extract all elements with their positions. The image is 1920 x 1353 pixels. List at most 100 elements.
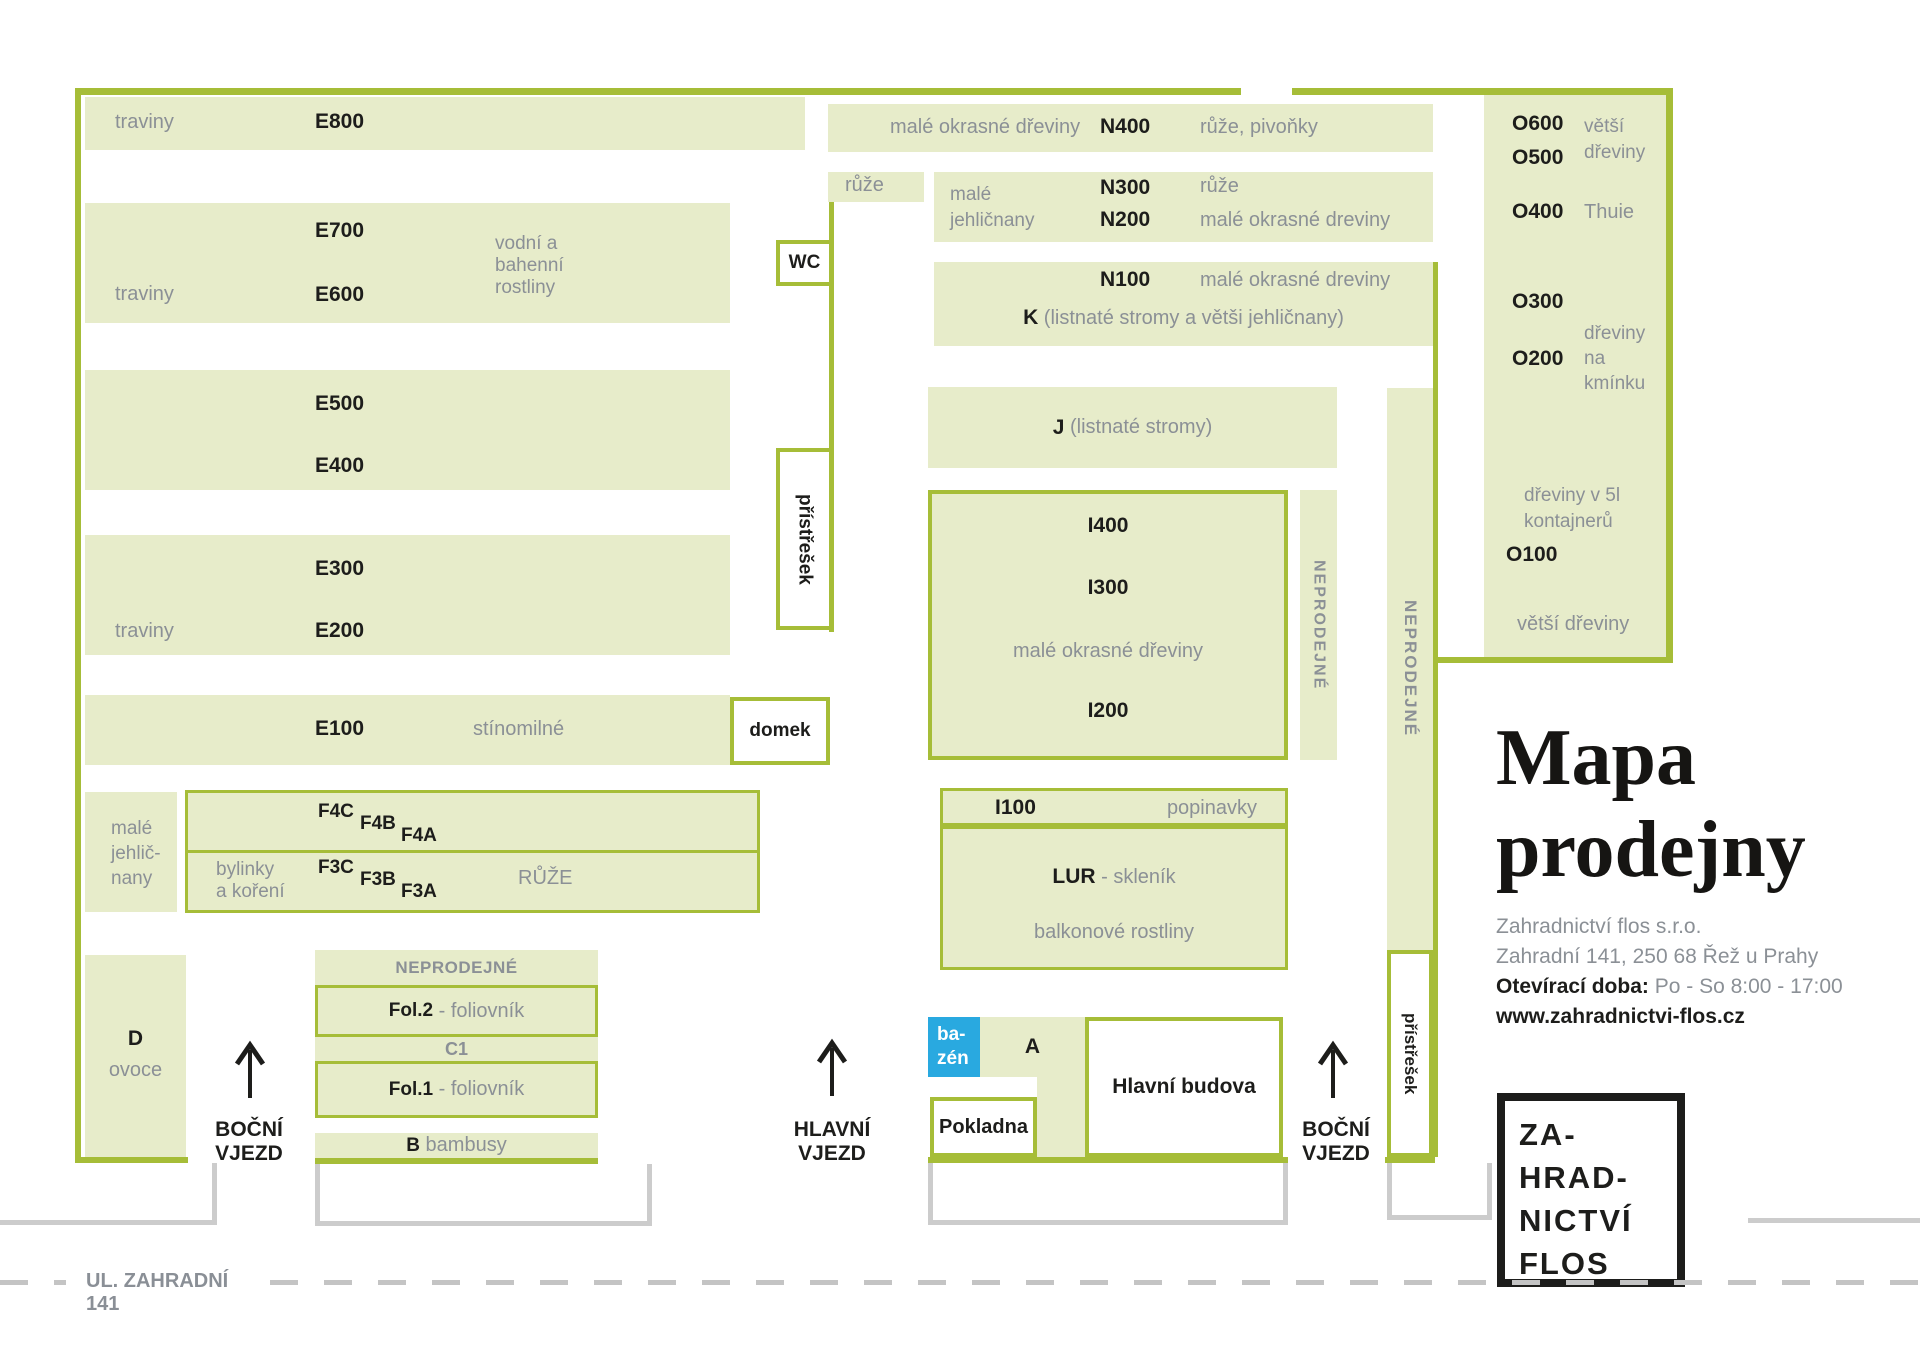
building-label: domek [749, 720, 811, 741]
area-note: malé okrasné dreviny [1200, 209, 1391, 231]
area-code: N200 [1100, 208, 1151, 231]
area-code: O600 [1512, 112, 1564, 135]
area-fol1: Fol.1 - foliovník [315, 1061, 598, 1118]
area-label: traviny [115, 620, 174, 642]
area-label: bambusy [420, 1134, 507, 1156]
company-name: Zahradnictví flos s.r.o. [1496, 915, 1702, 938]
area-note: popinavky [1166, 797, 1257, 819]
area-code: N100 [1100, 268, 1151, 291]
area-note: RŮŽE [518, 867, 573, 889]
area-code: O400 [1512, 200, 1564, 223]
area-code: E800 [315, 110, 365, 133]
area-note: růže, pivoňky [1200, 116, 1318, 138]
website-link[interactable]: www.zahradnictvi-flos.cz [1496, 1005, 1745, 1028]
area-d-ovoce: D ovoce [85, 955, 186, 1157]
up-arrow-icon [234, 1040, 266, 1098]
divider-line-middle [829, 202, 834, 632]
building-label: WC [788, 252, 821, 273]
area-i100: I100 popinavky [940, 788, 1288, 826]
street-dashed-line [0, 1280, 1920, 1285]
area-note: větší dřeviny [1517, 613, 1630, 635]
page-title: Mapa prodejny [1496, 714, 1806, 894]
divider-line-right [1433, 262, 1438, 1157]
area-code: I300 [1087, 576, 1129, 599]
building-wc: WC [776, 240, 833, 286]
area-code: I100 [995, 796, 1036, 819]
area-note: malé okrasné dreviny [1200, 269, 1391, 291]
map-border-top-left [75, 88, 1241, 95]
map-border-left [75, 88, 81, 1163]
area-bazen: ba-zén [928, 1017, 980, 1077]
area-code: N300 [1100, 176, 1151, 199]
area-code: B [406, 1134, 420, 1156]
building-label: přístřešek [1401, 1012, 1420, 1095]
area-code: I200 [1087, 699, 1129, 722]
area-ruze-small: růže [828, 172, 924, 202]
area-code: I400 [1087, 514, 1129, 537]
area-e800: traviny E800 [85, 97, 805, 150]
building-pokladna: Pokladna [930, 1097, 1037, 1157]
area-label: traviny [115, 283, 174, 305]
address: Zahradní 141, 250 68 Řež u Prahy [1496, 945, 1819, 968]
area-code: O300 [1512, 290, 1564, 313]
map-border-bottom-right [1433, 657, 1673, 663]
area-label: - foliovník [433, 1078, 525, 1100]
area-code: E700 [315, 219, 365, 242]
area-code: E200 [315, 619, 365, 642]
area-code: D [127, 1027, 144, 1050]
area-code: F4B [360, 813, 396, 834]
area-code: O500 [1512, 146, 1564, 169]
parking-outline [928, 1163, 1288, 1225]
area-label: malé okrasné dřeviny [890, 116, 1081, 138]
area-label: ovoce [108, 1059, 163, 1081]
area-e500-e400: E500 E400 [85, 370, 730, 490]
map-border-bottom-left [75, 1157, 188, 1163]
area-code: E500 [315, 392, 365, 415]
area-fol2: Fol.2 - foliovník [315, 985, 598, 1037]
area-code: O200 [1512, 347, 1564, 370]
parking-outline [0, 1163, 217, 1225]
area-a: A [980, 1017, 1085, 1077]
area-code: F4A [401, 825, 437, 846]
area-code: E400 [315, 454, 365, 477]
area-code: F4C [318, 801, 354, 822]
border-bar [315, 1158, 598, 1164]
area-note: balkonové rostliny [1033, 921, 1195, 943]
area-a-extension [1037, 1077, 1085, 1157]
area-code: F3C [318, 857, 354, 878]
area-label: - foliovník [433, 999, 525, 1022]
area-code: F3B [360, 869, 396, 890]
area-note: malé okrasné dřeviny [1012, 640, 1204, 662]
area-code: O100 [1506, 543, 1558, 566]
area-code: Fol.2 [388, 1000, 434, 1021]
building-pristresek-right: přístřešek [1387, 950, 1433, 1157]
area-i-block: I400 I300 malé okrasné dřeviny I200 [928, 490, 1288, 760]
up-arrow-icon [816, 1038, 848, 1096]
area-code: N400 [1100, 115, 1151, 138]
building-hlavni-budova: Hlavní budova [1085, 1017, 1283, 1157]
area-label: růže [845, 174, 884, 196]
area-lur-line: LUR - skleník [1052, 865, 1176, 888]
building-pristresek-middle: přístřešek [776, 448, 833, 630]
f-block-divider [188, 850, 757, 853]
area-note: růže [1200, 175, 1239, 197]
map-border-top-right [1292, 88, 1673, 95]
info-block: Zahradnictví flos s.r.o. Zahradní 141, 2… [1496, 912, 1843, 1032]
area-neprodejne-strip-right: NEPRODEJNÉ [1387, 388, 1433, 950]
area-n100-k: N100 malé okrasné dreviny K (listnaté st… [934, 262, 1433, 346]
building-domek: domek [730, 697, 830, 765]
